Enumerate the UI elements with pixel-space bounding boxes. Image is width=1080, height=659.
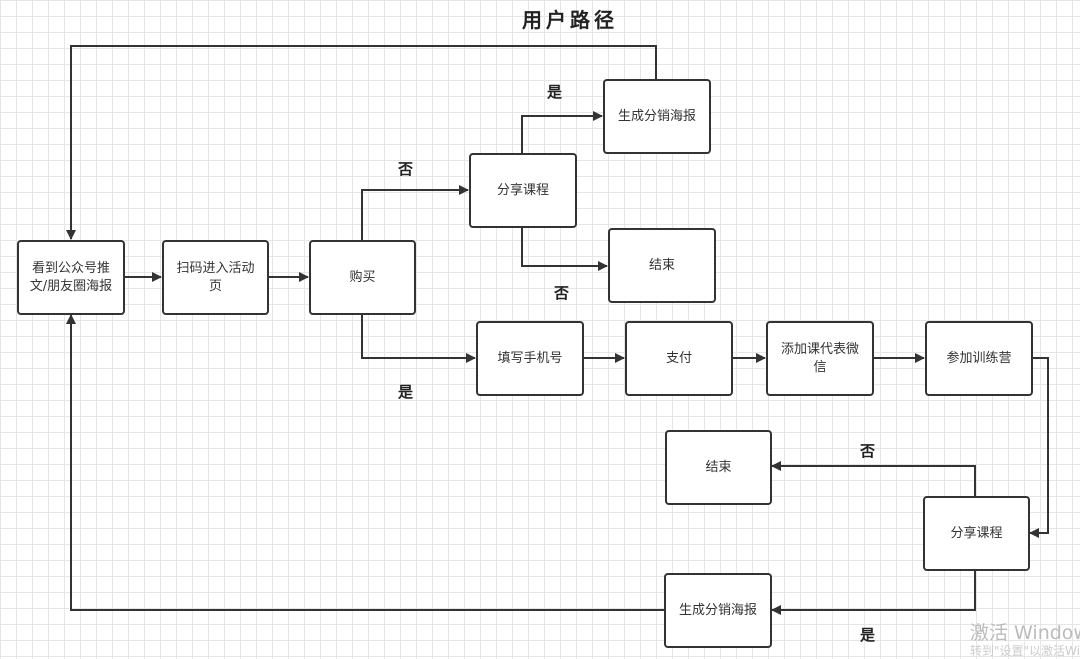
edge-poster-see — [66, 314, 664, 611]
edge-buy-phone — [361, 314, 476, 363]
label-yes: 是 — [860, 626, 876, 644]
edge-share-end — [521, 227, 608, 271]
node-scan: 扫码进入活动页 — [162, 240, 269, 315]
node-share-top: 分享课程 — [469, 153, 577, 228]
label-no: 否 — [554, 284, 570, 302]
edge-share-poster — [521, 111, 603, 153]
node-phone: 填写手机号 — [476, 321, 584, 396]
watermark-hint: 转到"设置"以激活Windows。 — [970, 644, 1080, 658]
label-no: 否 — [398, 160, 414, 178]
edge-poster-top-see — [66, 45, 657, 240]
node-see-post: 看到公众号推文/朋友圈海报 — [17, 240, 125, 315]
edge-buy-share — [361, 185, 469, 240]
diagram-title: 用户路径 — [522, 8, 618, 32]
edge-join-share — [1029, 357, 1049, 538]
edge-share-end-bottom — [771, 461, 976, 496]
node-pay: 支付 — [625, 321, 733, 396]
node-poster-top: 生成分销海报 — [603, 79, 711, 154]
label-yes: 是 — [398, 383, 414, 401]
node-join: 参加训练营 — [925, 321, 1033, 396]
node-end-top: 结束 — [608, 228, 716, 303]
node-poster-bottom: 生成分销海报 — [664, 573, 772, 648]
node-buy: 购买 — [309, 240, 416, 315]
node-share-bottom: 分享课程 — [923, 496, 1030, 571]
label-no: 否 — [860, 442, 876, 460]
node-add-wechat: 添加课代表微信 — [766, 321, 874, 396]
watermark-activate: 激活 Windows — [970, 622, 1080, 644]
edge-share-poster-bottom — [771, 570, 976, 615]
label-yes: 是 — [547, 83, 563, 101]
node-end-bottom: 结束 — [665, 430, 772, 505]
